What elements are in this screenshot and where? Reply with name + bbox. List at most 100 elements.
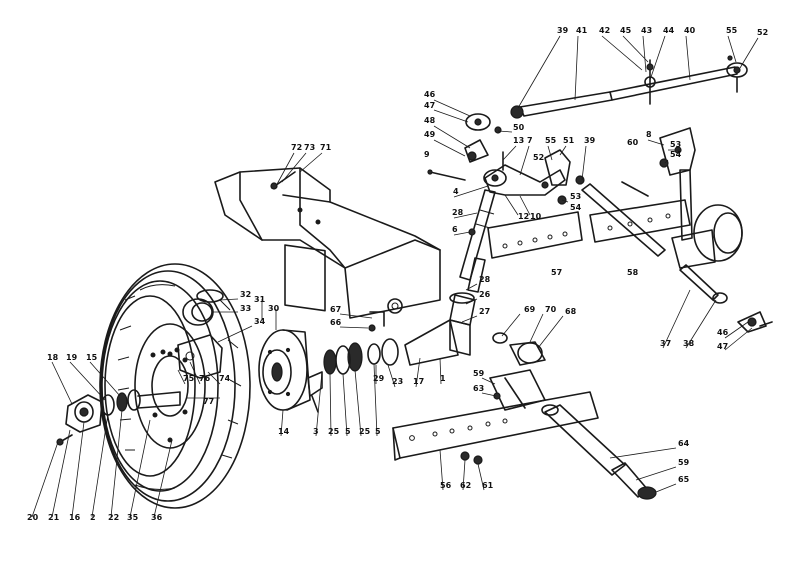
wheel-hub bbox=[258, 329, 323, 413]
part-callout-35: 35 bbox=[127, 513, 139, 522]
bolt-67 bbox=[368, 311, 385, 332]
steering-cylinder bbox=[541, 404, 657, 500]
part-callout-75: 75 bbox=[183, 374, 195, 383]
part-callout-18: 18 bbox=[47, 353, 59, 362]
vertical-spindle bbox=[459, 189, 496, 293]
draw-bar bbox=[392, 391, 599, 465]
part-callout-47: 47 bbox=[717, 342, 728, 351]
part-callout-56: 56 bbox=[440, 481, 452, 490]
part-callout-42: 42 bbox=[599, 26, 610, 35]
part-callout-28: 28 bbox=[479, 275, 491, 284]
hub-cap bbox=[56, 389, 181, 446]
part-callout-50: 50 bbox=[513, 123, 525, 132]
part-callout-29: 29 bbox=[373, 374, 385, 383]
part-callout-34: 34 bbox=[254, 317, 266, 326]
part-callout-73: 73 bbox=[304, 143, 315, 152]
part-callout-70: 70 bbox=[545, 305, 557, 314]
part-callout-66: 66 bbox=[330, 318, 342, 327]
part-callout-76: 76 bbox=[199, 374, 211, 383]
part-callout-64: 64 bbox=[678, 439, 690, 448]
part-callout-41: 41 bbox=[576, 26, 588, 35]
part-callout-65: 65 bbox=[678, 475, 690, 484]
part-callout-43: 43 bbox=[641, 26, 652, 35]
part-callout-17: 17 bbox=[413, 377, 424, 386]
part-callout-52: 52 bbox=[533, 153, 544, 162]
part-callout-67: 67 bbox=[330, 305, 341, 314]
part-callout-26: 26 bbox=[479, 290, 491, 299]
part-callout-16: 16 bbox=[69, 513, 81, 522]
part-callout-77: 77 bbox=[203, 397, 214, 406]
part-callout-44: 44 bbox=[663, 26, 675, 35]
part-callout-55: 55 bbox=[726, 26, 738, 35]
part-callout-49: 49 bbox=[424, 130, 436, 139]
track-rod-right bbox=[679, 264, 773, 333]
part-callout-36: 36 bbox=[151, 513, 163, 522]
mount-bracket bbox=[489, 369, 546, 411]
part-callout-28: 28 bbox=[452, 208, 464, 217]
part-callout-61: 61 bbox=[482, 481, 494, 490]
part-callout-53: 53 bbox=[670, 140, 681, 149]
part-callout-5: 5 bbox=[375, 427, 381, 436]
part-callout-9: 9 bbox=[424, 150, 430, 159]
part-callout-54: 54 bbox=[670, 150, 682, 159]
part-callout-30: 30 bbox=[268, 304, 280, 313]
steering-arm-center bbox=[427, 151, 566, 196]
kingpin-shaft bbox=[575, 175, 666, 257]
part-callout-23: 23 bbox=[392, 377, 403, 386]
knuckle-stub-axle bbox=[404, 292, 476, 366]
part-callout-68: 68 bbox=[565, 307, 577, 316]
part-callout-14: 14 bbox=[278, 427, 290, 436]
bushing-block bbox=[492, 332, 546, 366]
part-callout-59: 59 bbox=[473, 369, 485, 378]
left-axle-extension bbox=[487, 211, 583, 259]
part-callout-2: 2 bbox=[90, 513, 96, 522]
wheel-tire bbox=[99, 263, 251, 509]
part-callout-52: 52 bbox=[757, 28, 768, 37]
part-callout-72: 72 bbox=[291, 143, 302, 152]
part-callout-46: 46 bbox=[424, 90, 436, 99]
part-callout-54: 54 bbox=[570, 203, 582, 212]
part-callout-71: 71 bbox=[320, 143, 332, 152]
part-callout-53: 53 bbox=[570, 192, 581, 201]
part-callout-33: 33 bbox=[240, 304, 251, 313]
part-callout-13: 13 bbox=[513, 136, 524, 145]
part-callout-12: 12 bbox=[518, 212, 529, 221]
part-callout-37: 37 bbox=[660, 339, 671, 348]
part-callout-15: 15 bbox=[86, 353, 98, 362]
part-callout-1: 1 bbox=[440, 374, 446, 383]
part-callout-4: 4 bbox=[453, 187, 459, 196]
part-callout-51: 51 bbox=[563, 136, 575, 145]
part-callout-39: 39 bbox=[584, 136, 596, 145]
part-callout-32: 32 bbox=[240, 290, 251, 299]
part-callout-10: 10 bbox=[530, 212, 542, 221]
axle-beam bbox=[214, 167, 441, 319]
part-callout-20: 20 bbox=[27, 513, 39, 522]
part-callout-59: 59 bbox=[678, 458, 690, 467]
right-extension-and-spindle bbox=[589, 169, 743, 269]
part-callout-62: 62 bbox=[460, 481, 471, 490]
part-callout-7: 7 bbox=[527, 136, 533, 145]
part-callout-57: 57 bbox=[551, 268, 562, 277]
part-callout-19: 19 bbox=[66, 353, 78, 362]
part-callout-38: 38 bbox=[683, 339, 695, 348]
part-callout-40: 40 bbox=[684, 26, 696, 35]
part-callout-46: 46 bbox=[717, 328, 729, 337]
part-callout-55: 55 bbox=[545, 136, 557, 145]
axle-bearings bbox=[323, 338, 399, 375]
part-callout-74: 74 bbox=[219, 374, 231, 383]
part-callout-22: 22 bbox=[108, 513, 119, 522]
part-callout-58: 58 bbox=[627, 268, 639, 277]
leader-lines bbox=[31, 35, 759, 518]
bracket bbox=[160, 334, 223, 379]
part-callout-5: 5 bbox=[345, 427, 351, 436]
part-callout-21: 21 bbox=[48, 513, 60, 522]
tie-rod-end-left bbox=[464, 113, 502, 163]
part-callout-60: 60 bbox=[627, 138, 639, 147]
part-callout-47: 47 bbox=[424, 101, 435, 110]
part-callout-3: 3 bbox=[313, 427, 319, 436]
part-callout-6: 6 bbox=[452, 225, 458, 234]
steering-arm-right bbox=[659, 127, 696, 176]
